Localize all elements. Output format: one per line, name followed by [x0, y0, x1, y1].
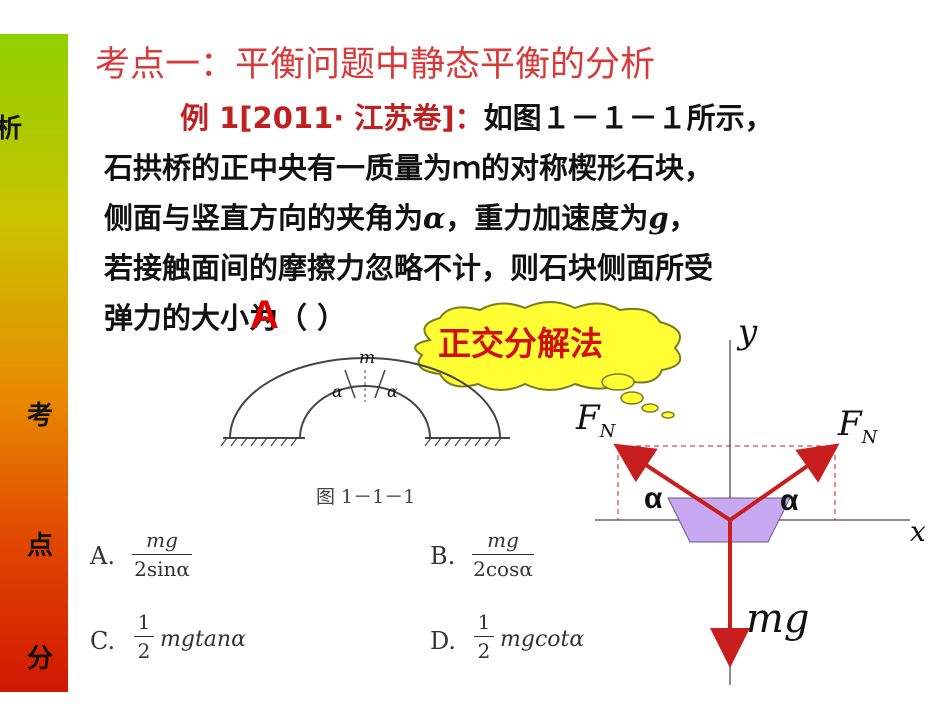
option-b-fraction-line [472, 554, 534, 555]
question-line1-text: 如图１－１－１所示， [483, 101, 774, 135]
option-c-suffix: mgtanα [160, 627, 246, 652]
option-d-letter: D. [430, 627, 457, 655]
question-line-5: 弹力的大小为（ ） [104, 301, 347, 335]
bubble-dot-2 [620, 391, 644, 405]
question-line-4: 若接触面间的摩擦力忽略不计，则石块侧面所受 [104, 251, 714, 285]
option-b-fraction: mg 2cosα [472, 528, 534, 581]
y-axis-label: y [738, 312, 758, 352]
method-bubble-text: 正交分解法 [438, 324, 603, 363]
question-prefix: 例 1[2011· 江苏卷]： [180, 101, 484, 135]
arch-bridge-figure [220, 357, 510, 447]
question-line3-c: ， [668, 201, 698, 235]
ground-hatch-right [424, 437, 502, 447]
fn-right-label: FN [838, 404, 877, 448]
option-b-denominator: 2cosα [473, 557, 533, 581]
thought-bubble [414, 301, 682, 419]
option-b-letter: B. [430, 542, 456, 570]
option-a-numerator: mg [146, 528, 178, 552]
figure-caption: 图 1－1－1 [316, 486, 416, 508]
option-d-denominator: 2 [477, 639, 491, 663]
option-d-fraction-line [474, 636, 494, 637]
fn-right-arrow [728, 443, 840, 522]
question-line3-b: ，重力加速度为 [445, 201, 649, 235]
fn-right-letter: F [838, 404, 862, 444]
x-axis-label: x [910, 515, 926, 548]
sidebar-label-kao: 考 [27, 401, 54, 431]
wedge-left-edge [344, 369, 356, 399]
option-a-letter: A. [90, 542, 115, 570]
option-c-numerator: 1 [137, 610, 151, 634]
answer-mark: A [250, 293, 279, 337]
alpha-symbol: α [423, 201, 446, 235]
fn-right-subscript: N [861, 426, 878, 448]
sidebar-gradient [0, 34, 68, 692]
g-symbol: g [648, 201, 669, 235]
figure-alpha-left: α [332, 382, 343, 401]
alpha-left-label: α [644, 482, 663, 515]
option-d-fraction: 1 2 [474, 610, 494, 663]
wedge-right-edge [374, 369, 386, 399]
option-d-numerator: 1 [477, 610, 491, 634]
page-title: 考点一：平衡问题中静态平衡的分析 [95, 45, 656, 85]
figure-mass-label: m [359, 348, 376, 368]
fn-left-arrow [613, 443, 732, 522]
sidebar-label-dian: 点 [27, 531, 54, 561]
option-a-denominator: 2sinα [134, 557, 190, 581]
fn-left-subscript: N [599, 420, 616, 442]
option-a-fraction-line [132, 554, 192, 555]
option-c-denominator: 2 [137, 639, 151, 663]
fn-left-letter: F [576, 398, 600, 438]
bubble-cloud [414, 301, 682, 391]
question-line-1: 例 1[2011· 江苏卷]：如图１－１－１所示， [180, 95, 774, 137]
option-d-suffix: mgcotα [500, 627, 585, 652]
figure-alpha-right: α [387, 382, 398, 401]
question-line3-a: 侧面与竖直方向的夹角为 [104, 201, 424, 235]
inner-arch [299, 385, 431, 439]
option-c-fraction: 1 2 [134, 610, 154, 663]
option-c-fraction-line [134, 636, 154, 637]
ground-hatch-left [220, 437, 298, 447]
option-c-letter: C. [90, 627, 116, 655]
outer-arch [229, 357, 501, 439]
force-diagram [595, 340, 910, 685]
bubble-dot-4 [661, 411, 675, 419]
bubble-dot-1 [601, 373, 635, 391]
bubble-dot-3 [641, 403, 659, 413]
fn-left-label: FN [576, 398, 615, 442]
sidebar-label-xi: 析 [0, 114, 23, 144]
weight-label: mg [746, 596, 810, 642]
question-line-2: 石拱桥的正中央有一质量为ｍ的对称楔形石块， [104, 151, 714, 185]
option-b-numerator: mg [487, 528, 519, 552]
sidebar-label-fen: 分 [27, 644, 54, 674]
question-line-3: 侧面与竖直方向的夹角为α，重力加速度为g， [104, 195, 698, 237]
option-a-fraction: mg 2sinα [132, 528, 192, 581]
alpha-right-label: α [780, 484, 799, 517]
